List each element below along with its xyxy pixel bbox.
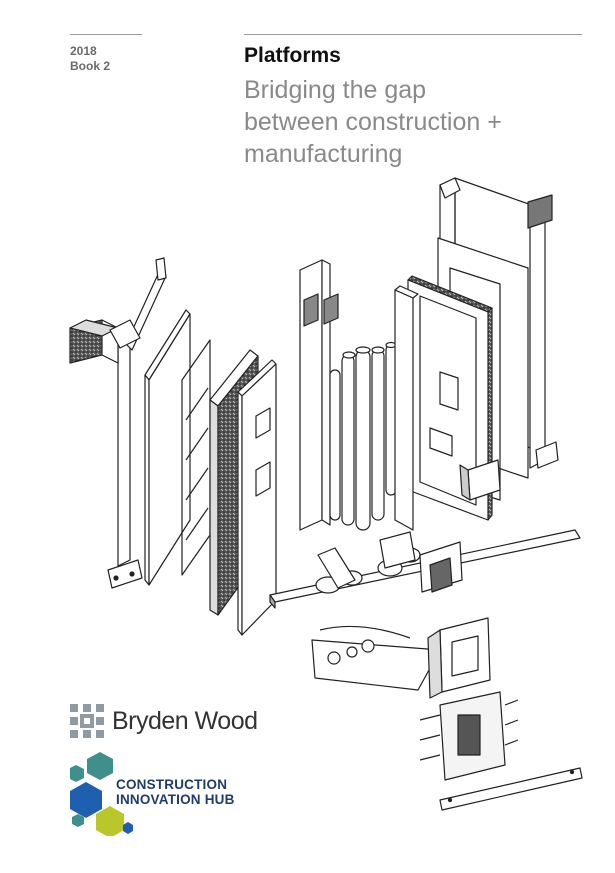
top-rule-right [244, 34, 582, 35]
service-panel [407, 275, 493, 521]
cih-wordmark: CONSTRUCTION INNOVATION HUB [116, 777, 235, 807]
book-number: Book 2 [70, 59, 111, 73]
year: 2018 [70, 44, 97, 58]
cable-tray [311, 625, 441, 691]
left-frame-column [69, 257, 167, 589]
left-wall-panel [144, 309, 211, 586]
consumer-unit [427, 617, 491, 699]
junction-box [459, 459, 501, 501]
electrical-panel [237, 359, 277, 636]
top-rule-left [70, 34, 142, 35]
edition-info: 2018 Book 2 [70, 44, 110, 74]
pipe-manifold [315, 531, 463, 594]
construction-innovation-hub-logo: CONSTRUCTION INNOVATION HUB [70, 750, 270, 840]
bryden-wood-mark-icon [70, 704, 104, 738]
cih-line-2: INNOVATION HUB [116, 792, 235, 807]
subtitle-line-1: Bridging the gap [244, 76, 427, 104]
central-riser-column [299, 259, 339, 531]
page-title: Platforms [244, 44, 341, 67]
distribution-board [419, 691, 519, 781]
bryden-wood-wordmark: Bryden Wood [112, 706, 258, 735]
cih-line-1: CONSTRUCTION [116, 777, 228, 792]
riser-pipes [329, 341, 397, 531]
exploded-module-illustration [69, 177, 583, 811]
subtitle-line-2: between construction + [244, 108, 502, 136]
bryden-wood-logo: Bryden Wood [70, 704, 258, 738]
subtitle: Bridging the gap between construction + … [244, 74, 584, 170]
narrow-panel [394, 285, 419, 531]
mounting-bracket [439, 767, 583, 811]
subtitle-line-3: manufacturing [244, 140, 403, 168]
hexagon-cluster-icon [70, 752, 133, 836]
